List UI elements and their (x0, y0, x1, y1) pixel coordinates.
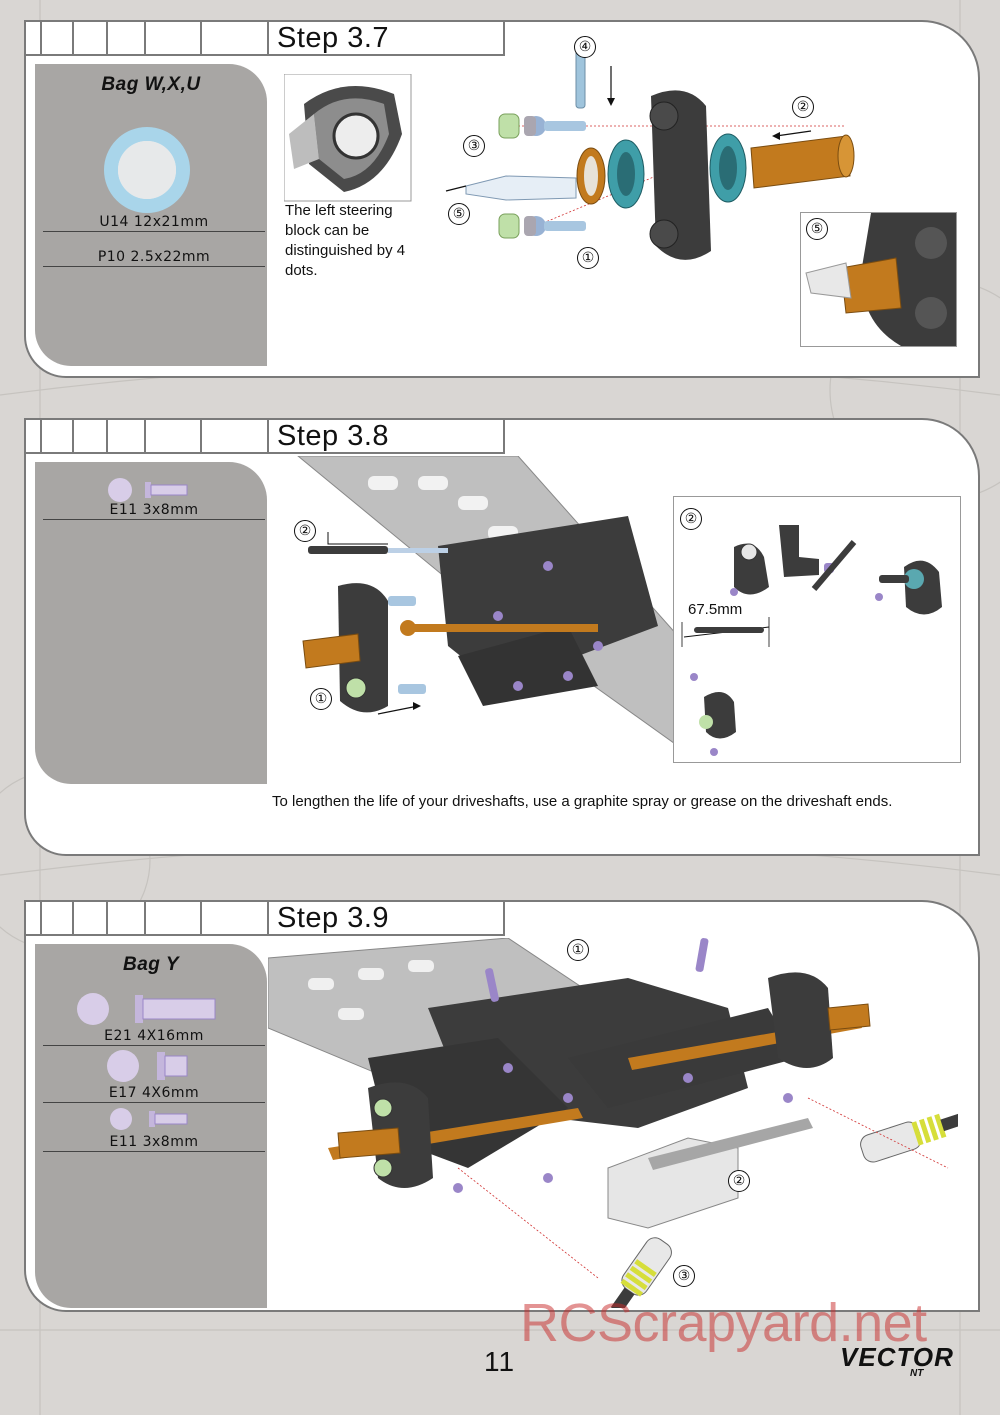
step-title: Step 3.7 (267, 22, 505, 56)
header-tab (108, 902, 146, 934)
detail-inset (800, 212, 957, 347)
header-tabs (26, 420, 267, 454)
parts-panel: Bag W,X,U U14 12x21mm P10 2.5x22mm (35, 64, 267, 366)
callout-5-detail: ⑤ (806, 218, 828, 240)
header-tab (108, 420, 146, 452)
watermark: RCScrapyard.net (520, 1293, 927, 1353)
header-tab (42, 420, 74, 452)
page-number: 11 (484, 1346, 516, 1377)
step-title: Step 3.8 (267, 420, 505, 454)
header-tab (202, 22, 267, 54)
header-tab (26, 420, 42, 452)
brand-logo: VECTOR (840, 1342, 954, 1372)
header-tabs (26, 22, 267, 56)
suspension-assembly-diagram (268, 938, 958, 1308)
callout-2: ② (792, 96, 814, 118)
header-tab (146, 902, 202, 934)
callout-3: ③ (463, 135, 485, 157)
screw-e17-icon (107, 1050, 188, 1082)
step-3-9: Step 3.9 Bag Y E21 4X16mm E17 4X6mm E11 … (24, 900, 980, 1312)
header-tab (74, 22, 108, 54)
step-title: Step 3.9 (267, 902, 505, 936)
header-tab (26, 22, 42, 54)
screw-e11-icon (110, 1108, 188, 1130)
header-tab (42, 902, 74, 934)
driveshaft-note: To lengthen the life of your driveshafts… (272, 793, 893, 810)
parts-panel: Bag Y E21 4X16mm E17 4X6mm E11 3x8mm (35, 944, 267, 1308)
part-p10: P10 2.5x22mm (43, 249, 265, 267)
brand-logo-sub: NT (910, 1368, 924, 1379)
callout-2-inset: ② (680, 508, 702, 530)
callout-1: ① (310, 688, 332, 710)
part-e21: E21 4X16mm (43, 1028, 265, 1046)
part-e11: E11 3x8mm (43, 502, 265, 520)
callout-3: ③ (673, 1265, 695, 1287)
header-tab (146, 420, 202, 452)
step-3-7: Step 3.7 Bag W,X,U U14 12x21mm P10 2.5x2… (24, 20, 980, 378)
part-e17: E17 4X6mm (43, 1085, 265, 1103)
header-tab (108, 22, 146, 54)
ring-bearing-icon (104, 127, 190, 213)
bag-label: Bag Y (122, 954, 179, 975)
header-tab (146, 22, 202, 54)
link-length-label: 67.5mm (688, 601, 743, 618)
steering-link-diagram (681, 525, 942, 756)
detail-image (805, 213, 956, 346)
hub-assembly-diagram (445, 45, 855, 260)
callout-4: ④ (574, 36, 596, 58)
callout-2: ② (728, 1170, 750, 1192)
callout-1: ① (577, 247, 599, 269)
header-tab (202, 902, 267, 934)
steering-link-inset: 67.5mm (673, 496, 961, 763)
screw-e21-icon (77, 993, 216, 1025)
bag-label: Bag W,X,U (101, 74, 201, 95)
callout-1: ① (567, 939, 589, 961)
header-tab (26, 902, 42, 934)
step-3-7-caption: The left steering block can be distingui… (285, 202, 406, 279)
front-end-diagram (297, 456, 678, 746)
parts-panel: E11 3x8mm (35, 462, 267, 784)
screw-icon (108, 478, 188, 502)
callout-2: ② (294, 520, 316, 542)
part-u14: U14 12x21mm (43, 214, 265, 232)
header-tab (202, 420, 267, 452)
header-tabs (26, 902, 267, 936)
part-e11: E11 3x8mm (43, 1134, 265, 1152)
header-tab (74, 902, 108, 934)
header-tab (74, 420, 108, 452)
callout-5: ⑤ (448, 203, 470, 225)
steering-block-image (284, 74, 412, 202)
header-tab (42, 22, 74, 54)
step-3-8: Step 3.8 E11 3x8mm ② ① (24, 418, 980, 856)
